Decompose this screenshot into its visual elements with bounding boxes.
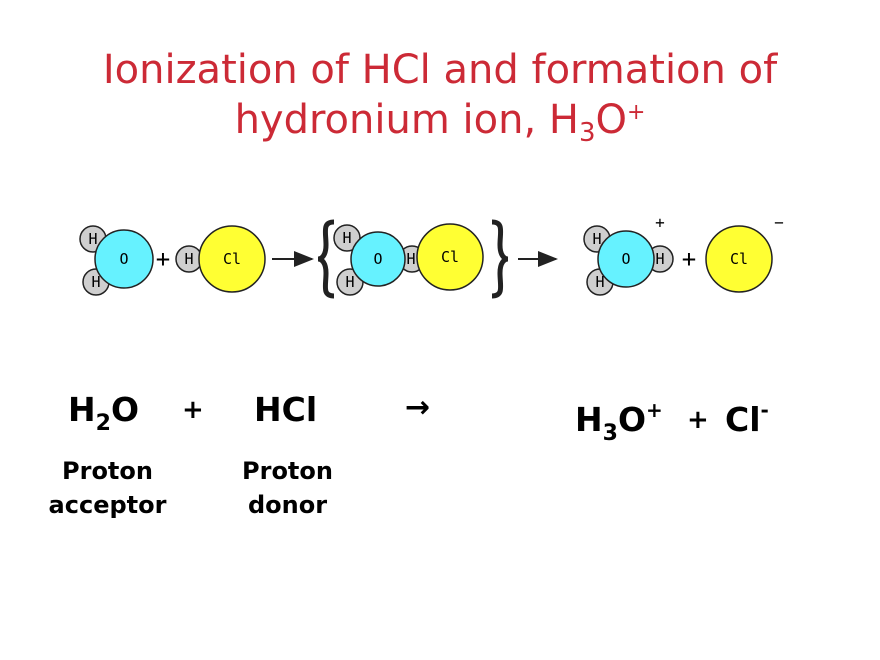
slide-title: Ionization of HCl and formation of hydro… xyxy=(0,45,880,148)
hydrogen-label: H xyxy=(88,230,97,248)
transition-complex: H H H O Cl xyxy=(333,223,484,296)
oxygen-label: O xyxy=(119,250,128,268)
hydronium-formula: H3O+ xyxy=(575,398,663,446)
plus-sign: + xyxy=(682,245,696,273)
title-line-1: Ionization of HCl and formation of xyxy=(102,47,778,93)
hydrogen-label: H xyxy=(91,273,100,291)
chlorine-label: Cl xyxy=(223,250,241,268)
hydrogen-label: H xyxy=(592,230,601,248)
oxygen-label: O xyxy=(373,250,382,268)
hydronium-ion: H H H O + xyxy=(583,213,674,296)
plus-sign-1: + xyxy=(182,395,204,425)
plus-sign: + xyxy=(156,245,170,273)
water-molecule: H H O xyxy=(79,225,154,296)
hydrogen-label: H xyxy=(345,273,354,291)
water-formula: H2O xyxy=(68,390,139,436)
hydrogen-label: H xyxy=(342,229,351,247)
chloride-ion: Cl − xyxy=(705,213,784,293)
chlorine-label: Cl xyxy=(441,248,459,266)
hcl-molecule: H Cl xyxy=(175,225,266,293)
hydrogen-label: H xyxy=(406,250,415,268)
hydrogen-label: H xyxy=(184,250,193,268)
negative-charge: − xyxy=(774,213,784,232)
reaction-arrow: → xyxy=(405,390,431,425)
hcl-role-label: Proton donor xyxy=(242,457,333,519)
title-line-2: hydronium ion, H3O+ xyxy=(234,97,646,148)
right-brace xyxy=(491,219,509,299)
hcl-formula: HCl xyxy=(254,390,318,429)
left-brace xyxy=(317,219,335,299)
reaction-diagram: H H O + H Cl H H H O Cl H H H O + xyxy=(79,213,784,299)
positive-charge: + xyxy=(655,213,665,232)
chlorine-label: Cl xyxy=(730,250,748,268)
chloride-formula: Cl- xyxy=(725,398,769,439)
plus-sign-2: + xyxy=(687,405,709,435)
hydrogen-label: H xyxy=(655,250,664,268)
water-role-label: Proton acceptor xyxy=(48,457,167,519)
hydrogen-label: H xyxy=(595,273,604,291)
oxygen-label: O xyxy=(621,250,630,268)
